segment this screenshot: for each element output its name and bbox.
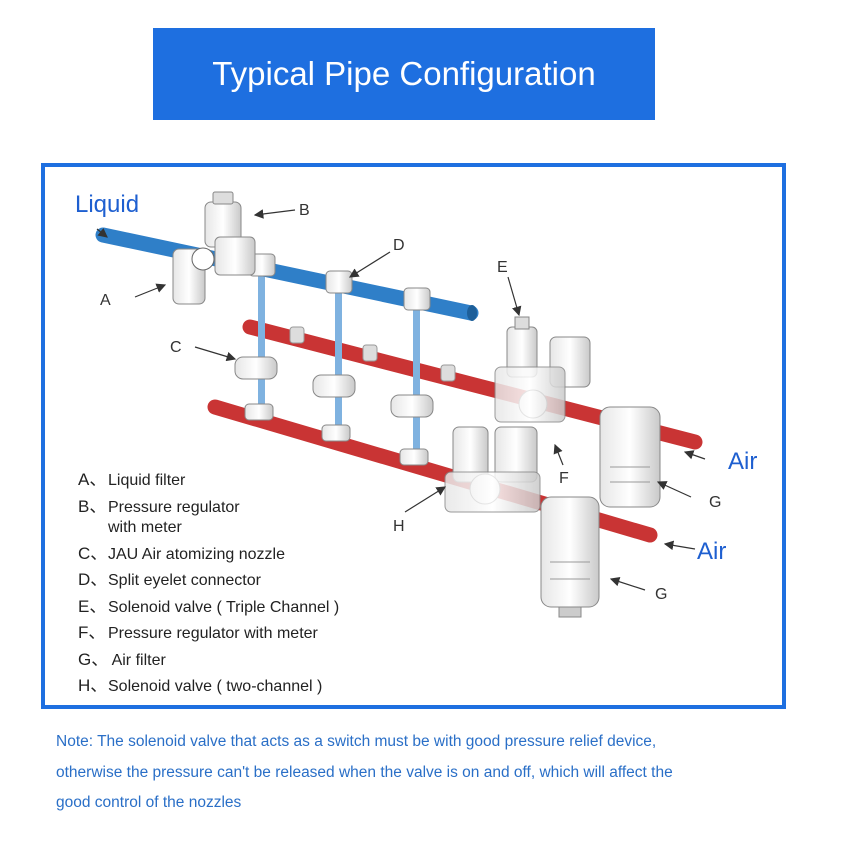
atomizing-nozzles — [234, 326, 456, 418]
pipe-diagram: Liquid Air Air B A D C E F G G H — [75, 191, 757, 618]
callout-c: C — [170, 339, 182, 356]
legend-text: Air filter — [108, 651, 166, 669]
legend-letter: H、 — [78, 676, 108, 695]
note-line-2: otherwise the pressure can't be released… — [56, 763, 673, 781]
air-filter-top — [599, 406, 661, 508]
legend-text: Liquid filter — [108, 472, 186, 489]
air-inlet-label-top: Air — [728, 448, 757, 475]
callout-g-bottom: G — [655, 586, 667, 603]
legend-item-f: F、Pressure regulator with meter — [78, 620, 339, 647]
legend-item-d: D、Split eyelet connector — [78, 567, 339, 594]
installation-note: Note: The solenoid valve that acts as a … — [56, 727, 776, 819]
callout-h: H — [393, 518, 405, 535]
title-banner: Typical Pipe Configuration — [153, 28, 655, 120]
legend-item-h: H、Solenoid valve ( two-channel ) — [78, 673, 339, 700]
leader-arrows — [96, 209, 706, 591]
solenoid-valve-two-channel — [444, 426, 541, 513]
callout-f: F — [559, 470, 569, 487]
legend-text: with meter — [108, 519, 182, 536]
callout-e: E — [497, 259, 508, 276]
solenoid-valve-triple — [494, 316, 591, 423]
callout-a: A — [100, 292, 111, 309]
page-title: Typical Pipe Configuration — [212, 55, 596, 92]
callout-g-top: G — [709, 494, 721, 511]
legend-letter: E、 — [78, 596, 107, 616]
air-filter-bottom — [540, 496, 600, 618]
legend-letter: A、 — [78, 470, 107, 489]
callout-d: D — [393, 237, 405, 254]
liquid-inlet-label: Liquid — [75, 191, 139, 218]
legend-item-b-continued: with meter — [78, 515, 339, 541]
diagram-frame: Liquid Air Air B A D C E F G G H A、Liqui… — [41, 163, 786, 709]
callout-b: B — [299, 202, 310, 219]
note-line-3: good control of the nozzles — [56, 794, 242, 811]
legend-item-g: G、 Air filter — [78, 647, 339, 674]
legend-letter: D、 — [78, 570, 108, 589]
liquid-drops — [258, 267, 420, 452]
legend-letter: C、 — [78, 543, 108, 563]
legend-letter: F、 — [78, 623, 106, 642]
legend-text: Solenoid valve ( two-channel ) — [108, 678, 323, 695]
legend-item-c: C、JAU Air atomizing nozzle — [78, 541, 339, 568]
liquid-pressure-regulator — [191, 191, 256, 276]
legend-text: JAU Air atomizing nozzle — [108, 545, 285, 563]
legend-letter: B、 — [78, 496, 107, 516]
note-line-1: Note: The solenoid valve that acts as a … — [56, 733, 657, 750]
component-legend: A、Liquid filter B、Pressure regulator wit… — [78, 467, 339, 700]
legend-text: Pressure regulator with meter — [108, 625, 318, 642]
legend-item-a: A、Liquid filter — [78, 467, 339, 494]
legend-letter: G、 — [78, 649, 109, 669]
air-inlet-label-bottom: Air — [697, 538, 726, 565]
legend-text: Split eyelet connector — [108, 572, 261, 589]
legend-text: Solenoid valve ( Triple Channel ) — [108, 598, 340, 616]
legend-item-e: E、Solenoid valve ( Triple Channel ) — [78, 594, 339, 621]
legend-item-b: B、Pressure regulator — [78, 494, 339, 521]
legend-text: Pressure regulator — [108, 498, 240, 516]
split-eyelet-connectors — [244, 253, 431, 466]
